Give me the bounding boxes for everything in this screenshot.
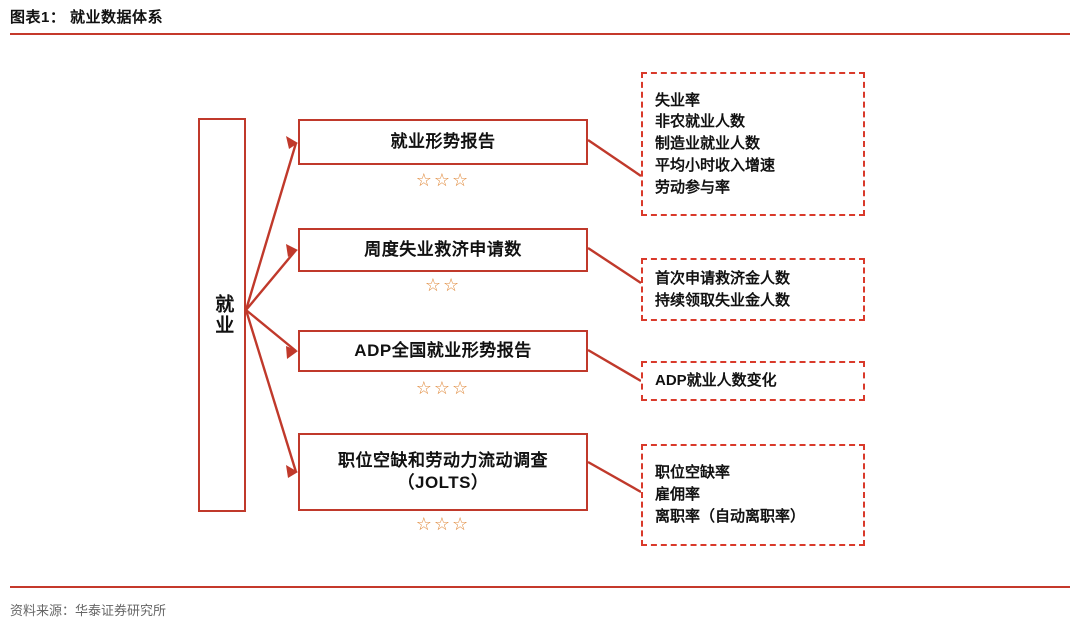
detail-box-adp-national-employment-report: ADP就业人数变化 (641, 361, 865, 401)
detail-line: 非农就业人数 (655, 113, 746, 131)
stage-label: ADP全国就业形势报告 (354, 340, 532, 360)
detail-line: 持续领取失业金人数 (655, 291, 791, 309)
detail-line: 雇佣率 (655, 486, 701, 504)
stage-label: 就业形势报告 (390, 131, 496, 151)
page-title: 图表1： 就业数据体系 (10, 9, 164, 26)
detail-line: 职位空缺率 (655, 464, 731, 482)
detail-line: ADP就业人数变化 (655, 372, 777, 390)
connector-stage-2-to-detail-2 (587, 246, 642, 285)
star-rating-stage-3: ☆☆☆ (415, 378, 471, 398)
detail-line: 劳动参与率 (655, 178, 731, 196)
star-rating-stage-1: ☆☆☆ (415, 170, 471, 190)
detail-line: 制造业就业人数 (655, 135, 761, 153)
stage-box-adp-national-employment-report[interactable]: ADP全国就业形势报告 (298, 330, 588, 372)
stage-label: 职位空缺和劳动力流动调查（JOLTS） (338, 450, 548, 492)
detail-box-weekly-jobless-claims: 首次申请救济金人数 持续领取失业金人数 (641, 258, 865, 321)
detail-line: 失业率 (655, 91, 701, 109)
detail-box-employment-situation-report: 失业率 非农就业人数 制造业就业人数 平均小时收入增速 劳动参与率 (641, 72, 865, 216)
connector-root-to-stage-3 (245, 309, 297, 352)
star-rating-stage-2: ☆☆ (424, 275, 462, 295)
title-divider (10, 33, 1070, 35)
detail-line: 首次申请救济金人数 (655, 269, 791, 287)
stage-box-employment-situation-report[interactable]: 就业形势报告 (298, 119, 588, 165)
connector-stage-1-to-detail-1 (587, 139, 642, 177)
connector-root-to-stage-4 (244, 309, 298, 473)
footer-divider (10, 586, 1070, 588)
arrowhead-stage-4 (286, 465, 298, 478)
detail-line: 离职率（自动离职率） (655, 507, 806, 525)
detail-box-jolts: 职位空缺率 雇佣率 离职率（自动离职率） (641, 444, 865, 546)
arrowhead-stage-1 (286, 136, 298, 149)
source-note: 资料来源：华泰证券研究所 (10, 603, 167, 618)
arrowhead-stage-3 (286, 346, 298, 359)
star-rating-stage-4: ☆☆☆ (415, 514, 471, 534)
stage-box-weekly-jobless-claims[interactable]: 周度失业救济申请数 (298, 228, 588, 272)
arrowhead-stage-2 (286, 244, 298, 257)
detail-line: 平均小时收入增速 (655, 156, 776, 174)
root-node-employment[interactable]: 就业 (198, 118, 246, 512)
stage-label: 周度失业救济申请数 (364, 239, 522, 259)
root-node-label: 就业 (212, 294, 234, 336)
stage-box-jolts[interactable]: 职位空缺和劳动力流动调查（JOLTS） (298, 433, 588, 511)
connector-root-to-stage-2 (245, 249, 297, 311)
connector-root-to-stage-1 (244, 142, 298, 311)
connector-stage-3-to-detail-3 (587, 348, 642, 383)
connector-stage-4-to-detail-4 (587, 460, 642, 494)
